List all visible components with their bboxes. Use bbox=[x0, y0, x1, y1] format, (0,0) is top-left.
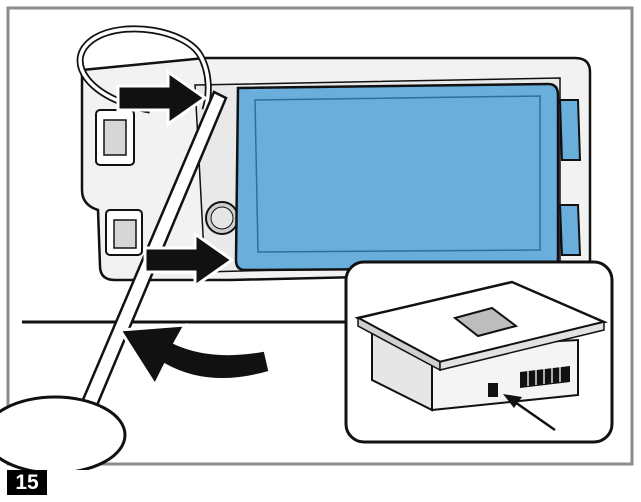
installation-illustration bbox=[0, 6, 634, 470]
blue-panel bbox=[234, 82, 560, 272]
callout-pointer-arrow-icon bbox=[503, 394, 556, 432]
lever-curved-arrow-icon bbox=[117, 323, 272, 389]
step-number-badge: 15 bbox=[7, 470, 47, 495]
detail-callout bbox=[344, 260, 614, 444]
push-arrow-upper-icon bbox=[116, 69, 208, 127]
push-arrow-lower-icon bbox=[143, 231, 235, 289]
